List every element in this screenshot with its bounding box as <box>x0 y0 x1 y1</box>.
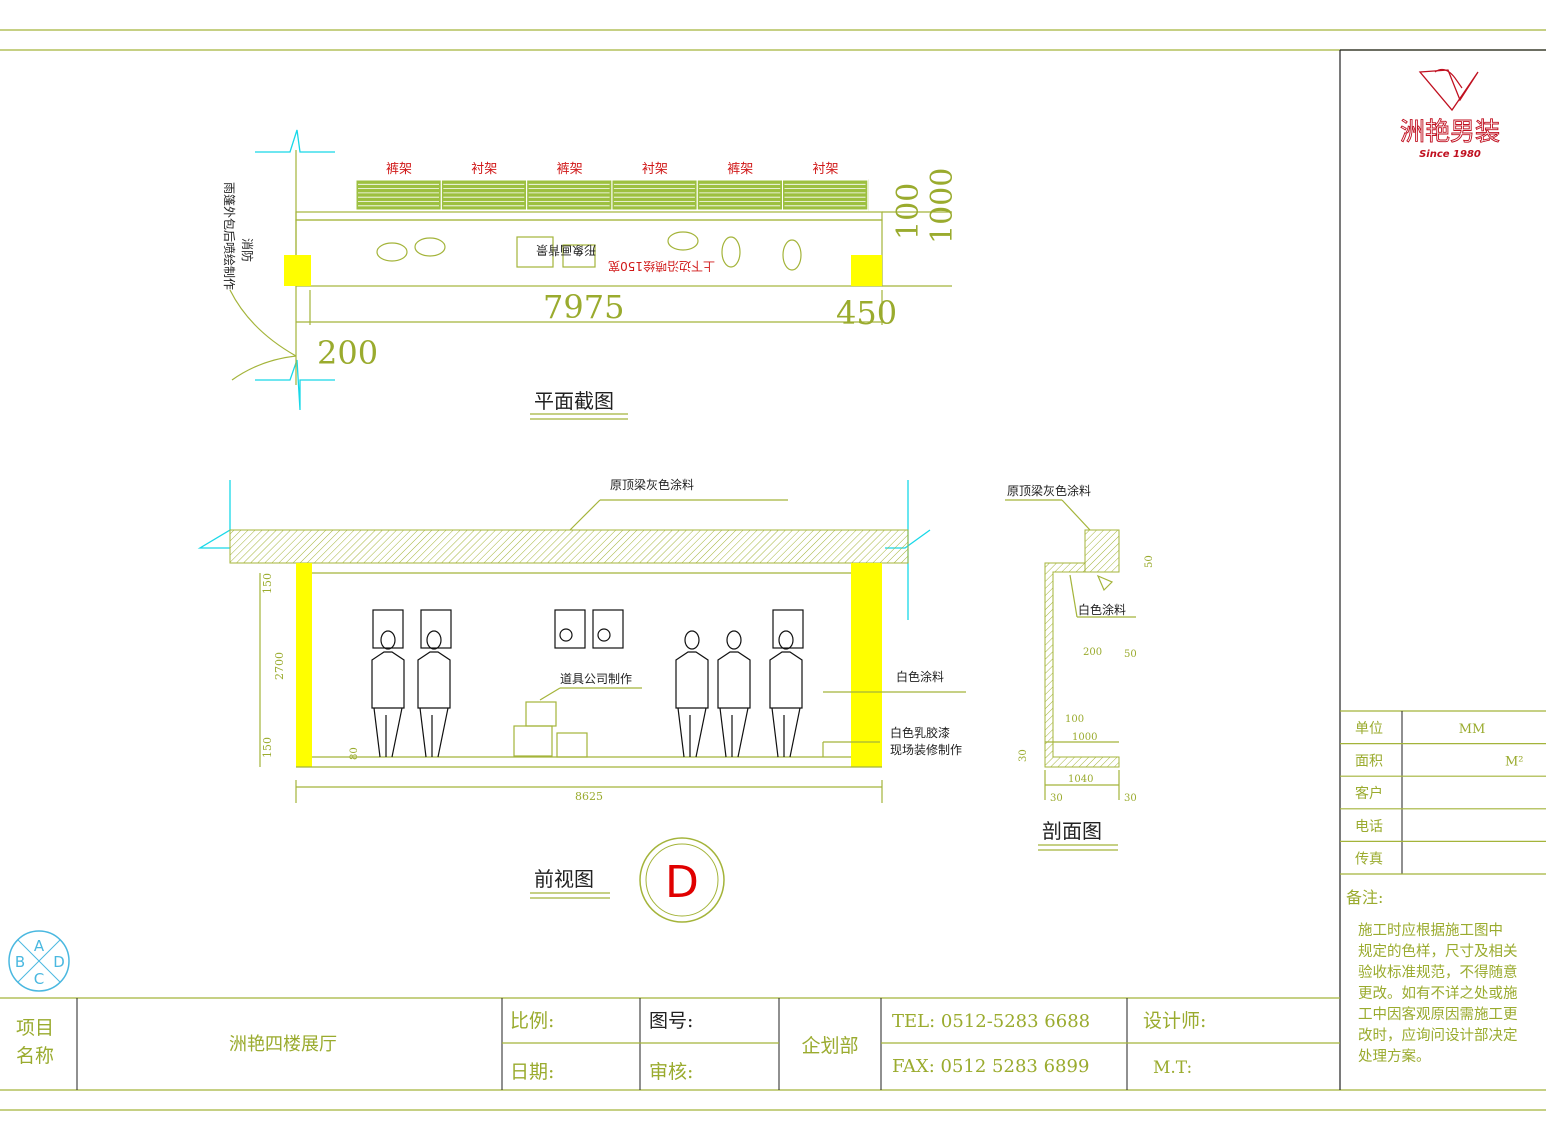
plan-dim-100: 100 <box>891 183 926 240</box>
remarks-line: 施工时应根据施工图中 <box>1358 921 1503 939</box>
info-label: 单位 <box>1355 721 1383 737</box>
info-label: 面积 <box>1355 754 1383 770</box>
brand-logo: 洲艳男装 Since 1980 <box>1400 68 1500 160</box>
front-dim-top: 150 <box>261 573 274 594</box>
plan-dim-450: 450 <box>836 294 897 332</box>
info-value: M² <box>1505 755 1524 770</box>
plan-center-note: 形象画背景 <box>536 243 596 257</box>
section-title: 剖面图 <box>1042 819 1102 843</box>
mannequin-figure <box>675 630 709 758</box>
section-dim-200: 200 <box>1083 647 1102 658</box>
rack-label: 衬架 <box>471 162 497 177</box>
wall-posters <box>372 609 804 649</box>
front-view: 原顶梁灰色涂料 150 2700 150 80 道具公司制作 白色涂料 白色乳胶… <box>197 477 966 923</box>
column-right <box>851 255 882 286</box>
plan-view: 裤架 衬架 裤架 衬架 裤架 衬架 100 1000 7975 450 200 消防 雨篷… <box>222 129 960 420</box>
remarks-line: 更改。如有不详之处或施 <box>1358 985 1518 1002</box>
section-dim-30-right: 30 <box>1124 793 1137 804</box>
section-wall-note: 白色涂料 <box>1078 602 1126 617</box>
section-dim-1000: 1000 <box>1072 732 1097 743</box>
plant-icons <box>376 231 802 271</box>
mannequin-figure <box>717 630 751 758</box>
front-base-note-1: 白色乳胶漆 <box>890 725 950 740</box>
plan-title: 平面截图 <box>534 389 614 413</box>
display-boxes <box>513 701 588 758</box>
section-dim-50: 50 <box>1124 649 1137 660</box>
rack-label: 裤架 <box>557 162 583 177</box>
plan-dim-1000: 1000 <box>925 168 960 244</box>
info-label: 电话 <box>1355 819 1383 835</box>
compass-b: B <box>15 953 25 971</box>
mannequin-figure <box>371 630 405 758</box>
review-label: 审核: <box>649 1061 693 1083</box>
mannequin-figure <box>769 630 803 758</box>
view-marker-d: D <box>639 837 725 923</box>
abcd-badge: A B C D <box>8 930 70 992</box>
front-props-note: 道具公司制作 <box>560 672 632 686</box>
plan-dim-200: 200 <box>317 334 378 372</box>
compass-c: C <box>34 970 44 988</box>
drawing-no-label: 图号: <box>649 1010 693 1032</box>
section-ceiling-note: 原顶梁灰色涂料 <box>1007 483 1091 498</box>
remarks: 备注: 施工时应根据施工图中规定的色样，尺寸及相关验收标准规范，不得随意更改。如… <box>1346 888 1518 1065</box>
section-view: 原顶梁灰色涂料 50 白色涂料 200 50 100 1000 30 1040 … <box>1005 483 1155 851</box>
project-label-2: 名称 <box>16 1045 54 1067</box>
remarks-line: 工中因客观原因需施工更 <box>1358 1006 1518 1023</box>
front-wall-note: 白色涂料 <box>896 669 944 684</box>
compass-a: A <box>34 937 45 955</box>
remarks-line: 改时，应询问设计部决定 <box>1358 1026 1518 1044</box>
section-dim-30-side: 30 <box>1018 749 1029 762</box>
rack-label: 裤架 <box>727 162 753 177</box>
plan-dim-7975: 7975 <box>543 288 624 326</box>
column-left <box>296 563 312 767</box>
plan-side-note-canopy: 雨篷外包后喷绘制作 <box>222 182 237 290</box>
department: 企划部 <box>801 1035 858 1057</box>
project-label-1: 项目 <box>16 1017 54 1039</box>
rack-label: 衬架 <box>812 162 838 177</box>
fax: FAX: 0512 5283 6899 <box>892 1056 1089 1077</box>
brand-name: 洲艳男装 <box>1400 117 1500 146</box>
column-left <box>284 255 311 286</box>
section-dim-1040: 1040 <box>1068 774 1093 785</box>
view-marker-label: D <box>665 857 699 908</box>
remarks-line: 验收标准规范，不得随意 <box>1358 963 1518 981</box>
designer-label: 设计师: <box>1143 1010 1206 1032</box>
front-dim-width: 8625 <box>575 790 603 803</box>
front-ceiling-note: 原顶梁灰色涂料 <box>610 477 694 492</box>
front-dim-bottom: 150 <box>261 737 274 758</box>
section-dim-100: 100 <box>1065 714 1084 725</box>
front-base-note-2: 现场装修制作 <box>890 742 962 757</box>
project-name: 洲艳四楼展厅 <box>229 1034 337 1055</box>
tel: TEL: 0512-5283 6688 <box>892 1011 1090 1032</box>
brand-tagline: Since 1980 <box>1419 149 1481 160</box>
front-dim-height: 2700 <box>273 652 286 680</box>
date-label: 日期: <box>510 1061 554 1083</box>
rack-label: 衬架 <box>642 162 668 177</box>
front-dim-80: 80 <box>349 747 360 760</box>
remarks-line: 处理方案。 <box>1358 1047 1431 1065</box>
column-right <box>851 563 882 767</box>
compass-d: D <box>53 953 65 971</box>
rack-5 <box>782 179 869 211</box>
info-value: MM <box>1459 722 1486 737</box>
scale-label: 比例: <box>510 1010 554 1032</box>
remarks-label: 备注: <box>1346 888 1383 907</box>
mannequin-figure <box>417 630 451 758</box>
rack-label: 裤架 <box>386 162 412 177</box>
sheet-frame <box>0 29 1546 1111</box>
title-block: 项目 名称 洲艳四楼展厅 比例: 图号: 日期: 审核: 企划部 TEL: 05… <box>0 997 1340 1090</box>
section-dim-30-left: 30 <box>1050 793 1063 804</box>
section-dim-50-top: 50 <box>1144 555 1155 568</box>
remarks-line: 规定的色样，尺寸及相关 <box>1358 943 1518 960</box>
info-label: 传真 <box>1355 851 1383 867</box>
plan-side-note-fire: 消防 <box>240 238 255 262</box>
plan-red-note: 上下边沿喷绘150宽 <box>608 259 715 274</box>
front-title: 前视图 <box>534 867 594 891</box>
clothes-racks <box>355 179 869 211</box>
mt-label: M.T: <box>1153 1058 1192 1078</box>
info-label: 客户 <box>1355 785 1383 802</box>
